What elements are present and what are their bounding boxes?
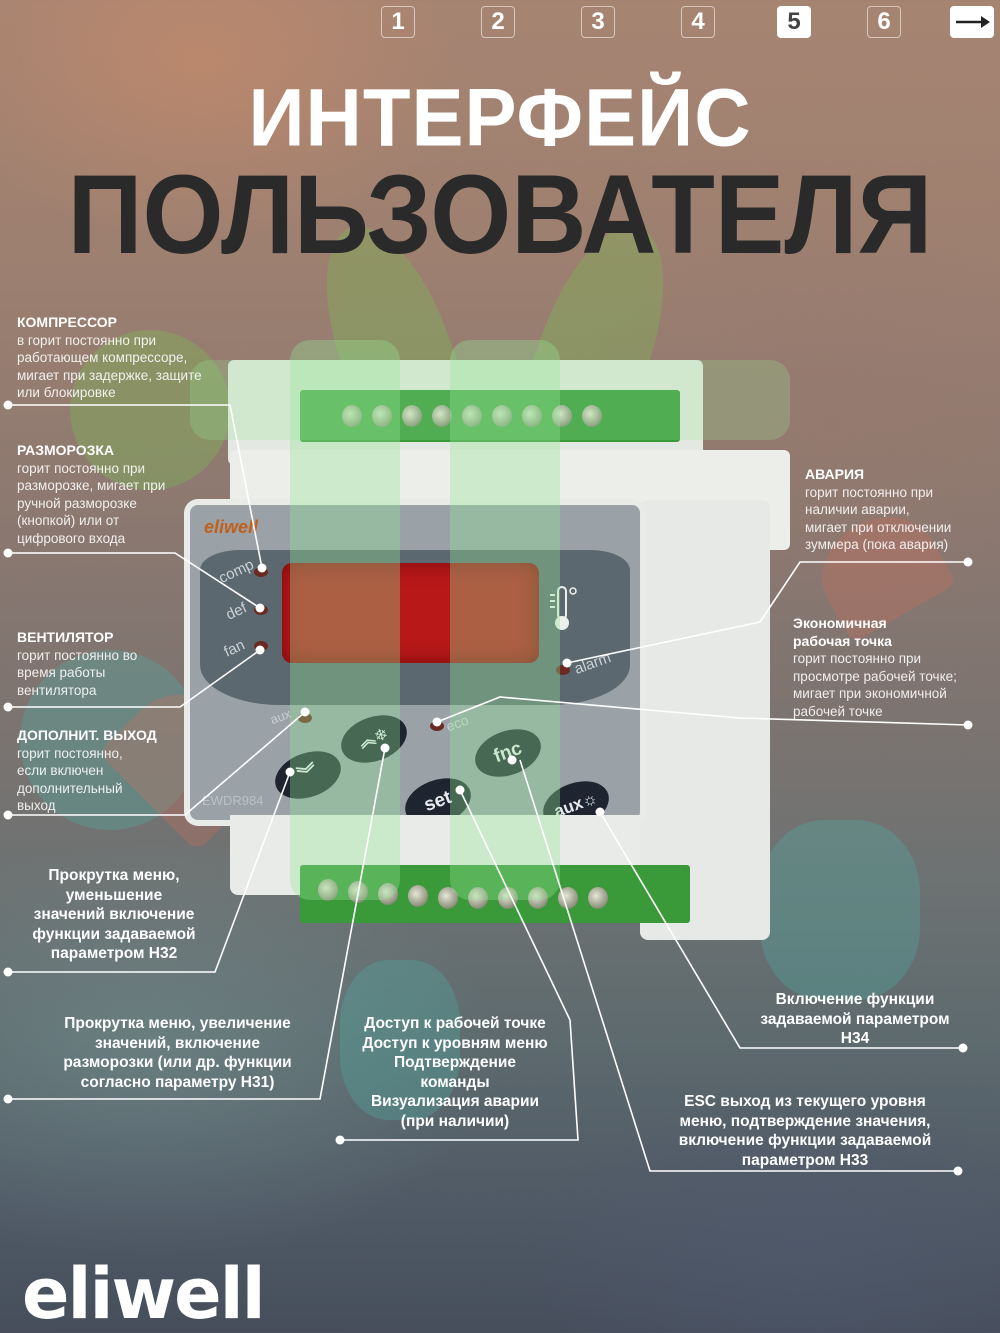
callout-text: задаваемой параметром <box>760 1010 950 1028</box>
callout-text: Прокрутка меню, <box>48 867 180 884</box>
callout-heading: рабочая точка <box>793 632 892 649</box>
callout-text: работающем компрессоре, <box>17 350 188 365</box>
callout-text: уменьшение <box>65 886 163 904</box>
callout-text: зуммера (пока авария) <box>805 537 949 552</box>
callout-text: рабочей точке <box>793 703 883 719</box>
callout-text: горит постоянно при <box>805 484 934 500</box>
callout-compressor: КОМПРЕССОР в горит постоянно при работаю… <box>17 314 237 402</box>
page-title-line2: ПОЛЬЗОВАТЕЛЯ <box>67 152 933 277</box>
callout-text: просмотре рабочей точке; <box>793 668 957 684</box>
callout-text: вентилятора <box>17 682 97 698</box>
controller-device: eliwell comp def fan alarm aux eco ︾ ︽❄ … <box>190 340 790 980</box>
callout-set-button: Доступ к рабочей точке Доступ к уровням … <box>345 1014 565 1131</box>
callout-text: ручной разморозке <box>17 495 137 511</box>
callout-text: (при наличии) <box>400 1112 510 1130</box>
callout-heading: КОМПРЕССОР <box>17 314 117 330</box>
callout-text: мигает при отключении <box>805 519 952 535</box>
page-button-4[interactable]: 4 <box>681 6 715 38</box>
callout-heading: ДОПОЛНИТ. ВЫХОД <box>17 727 157 743</box>
page-button-3[interactable]: 3 <box>581 6 615 38</box>
eco-led <box>430 721 444 731</box>
callout-text: значений включение <box>33 906 195 923</box>
callout-text: команды <box>420 1073 490 1091</box>
callout-text: ESC выход из текущего уровня <box>684 1093 926 1110</box>
callout-text: Включение функции <box>775 991 935 1008</box>
thermometer-icon <box>550 586 577 630</box>
callout-text: если включен <box>17 763 104 778</box>
callout-text: Доступ к рабочей точке <box>364 1015 546 1032</box>
callout-text: Н34 <box>840 1030 870 1047</box>
comp-led <box>254 567 268 577</box>
callout-text: включение функции задаваемой <box>678 1132 932 1149</box>
callout-text: разморозки (или др. функции <box>63 1054 292 1071</box>
fan-led <box>254 641 268 651</box>
callout-text: горит постоянно при <box>17 460 146 476</box>
arrow-right-icon <box>956 16 990 28</box>
callout-text: мигает при экономичной <box>793 686 947 701</box>
page-navigation: 1 2 3 4 5 6 <box>0 6 1000 40</box>
callout-text: Подтверждение <box>393 1054 516 1071</box>
callout-heading: ВЕНТИЛЯТОР <box>17 629 114 645</box>
def-led <box>254 605 268 615</box>
callout-eco: Экономичная рабочая точка горит постоянн… <box>793 615 1000 720</box>
page-button-5[interactable]: 5 <box>777 6 811 38</box>
eliwell-logo: eliwell <box>22 1253 266 1333</box>
page-button-6[interactable]: 6 <box>867 6 901 38</box>
callout-up-button: Прокрутка меню, увеличение значений, вкл… <box>40 1014 315 1092</box>
callout-text: согласно параметру Н31) <box>80 1073 275 1091</box>
callout-text: наличии аварии, <box>805 502 910 517</box>
top-terminal-block <box>300 390 680 442</box>
led-display <box>282 563 539 663</box>
callout-text: Доступ к уровням меню <box>362 1034 548 1052</box>
callout-alarm: АВАРИЯ горит постоянно при наличии авари… <box>805 466 1000 554</box>
model-label: EWDR984 <box>202 793 264 808</box>
callout-text: горит постоянно во <box>17 647 138 663</box>
callout-text: разморозке, мигает при <box>17 478 166 493</box>
callout-text: горит постоянно, <box>17 745 123 761</box>
next-page-button[interactable] <box>950 6 994 38</box>
callout-heading: Экономичная <box>793 615 887 631</box>
page-button-2[interactable]: 2 <box>481 6 515 38</box>
callout-text: горит постоянно при <box>793 651 922 666</box>
callout-text: дополнительный <box>17 780 123 796</box>
callout-aux-output: ДОПОЛНИТ. ВЫХОД горит постоянно, если вк… <box>17 727 197 815</box>
callout-text: функции задаваемой <box>32 925 196 943</box>
callout-text: параметром Н33 <box>741 1151 869 1169</box>
callout-text: значений, включение <box>94 1034 261 1052</box>
callout-fnc-button: ESC выход из текущего уровня меню, подтв… <box>655 1092 955 1170</box>
callout-defrost: РАЗМОРОЗКА горит постоянно при разморозк… <box>17 442 217 547</box>
callout-text: или блокировке <box>17 385 116 400</box>
callout-text: мигает при задержке, защите <box>17 367 202 383</box>
callout-text: цифрового входа <box>17 530 126 546</box>
callout-heading: РАЗМОРОЗКА <box>17 442 115 458</box>
callout-text: выход <box>17 798 56 813</box>
callout-text: (кнопкой) или от <box>17 513 120 528</box>
callout-text: меню, подтверждение значения, <box>679 1112 931 1130</box>
alarm-led <box>556 665 570 675</box>
page-title-line1: ИНТЕРФЕЙС <box>248 70 752 164</box>
callout-text: Визуализация аварии <box>370 1093 540 1110</box>
callout-heading: АВАРИЯ <box>805 466 865 482</box>
overlay-shape <box>190 360 790 440</box>
page-button-1[interactable]: 1 <box>381 6 415 38</box>
front-panel: eliwell comp def fan alarm aux eco ︾ ︽❄ … <box>190 505 640 838</box>
callout-fan: ВЕНТИЛЯТОР горит постоянно во время рабо… <box>17 629 197 699</box>
callout-down-button: Прокрутка меню, уменьшение значений вклю… <box>14 866 214 964</box>
callout-aux-button: Включение функции задаваемой параметром … <box>735 990 975 1049</box>
callout-text: Прокрутка меню, увеличение <box>64 1015 291 1032</box>
callout-text: время работы <box>17 665 106 680</box>
callout-text: параметром Н32 <box>50 945 178 962</box>
callout-text: в горит постоянно при <box>17 332 156 348</box>
